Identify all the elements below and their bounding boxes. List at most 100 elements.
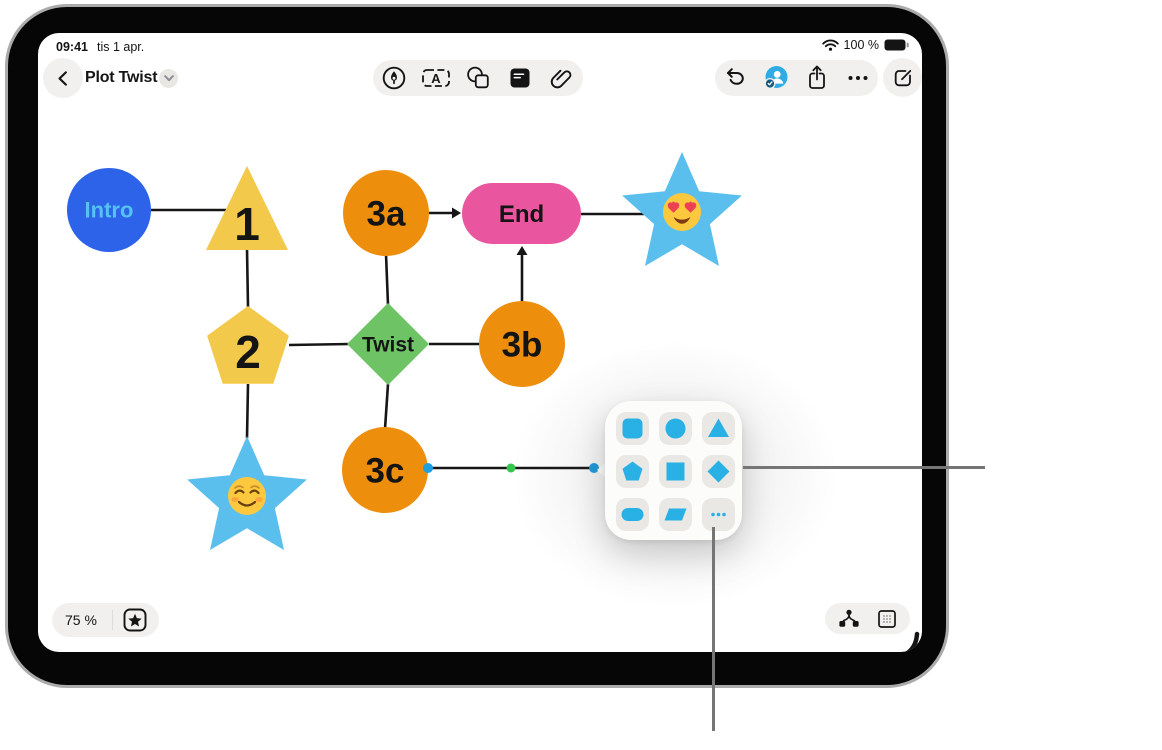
wifi-icon — [821, 39, 839, 51]
connector-handles[interactable] — [423, 463, 599, 473]
new-board-button[interactable] — [883, 58, 922, 97]
text-tool-button[interactable]: A — [421, 63, 451, 93]
node-label: 3b — [502, 325, 543, 364]
palette-shape-square[interactable] — [659, 455, 692, 488]
triangle-icon — [708, 418, 729, 437]
compose-icon — [894, 69, 911, 86]
board-title[interactable]: Plot Twist — [85, 69, 158, 86]
node-step-1[interactable]: 1 — [206, 166, 288, 250]
node-step-3a[interactable]: 3a — [343, 170, 429, 256]
connector-line[interactable] — [245, 383, 250, 439]
back-button[interactable] — [43, 58, 83, 98]
connector-line[interactable] — [516, 246, 528, 303]
node-step-2[interactable]: 2 — [207, 306, 289, 384]
palette-shape-parallelogram[interactable] — [659, 498, 692, 531]
stadium-icon — [621, 508, 644, 521]
undo-icon — [727, 68, 744, 85]
palette-shape-more[interactable] — [702, 498, 735, 531]
corner-gesture-arc — [904, 631, 920, 652]
connector-line[interactable] — [288, 342, 351, 347]
chevron-down-icon — [163, 75, 174, 82]
node-label: 3c — [366, 451, 405, 490]
node-label: 3a — [367, 194, 406, 233]
node-step-3b[interactable]: 3b — [479, 301, 565, 387]
draw-tool-icon — [382, 66, 406, 90]
divider — [111, 610, 113, 630]
zoom-controls: 75 % — [52, 603, 159, 637]
more-icon — [848, 76, 868, 80]
more-icon — [711, 512, 726, 517]
undo-button[interactable] — [720, 63, 750, 93]
collaborate-icon — [764, 66, 788, 90]
pentagon-icon — [622, 461, 643, 481]
draw-tool-button[interactable] — [379, 63, 409, 93]
status-bar-right: 100 % — [821, 38, 910, 52]
attachment-tool-icon — [550, 69, 572, 89]
status-date: tis 1 apr. — [96, 40, 145, 54]
rounded-square-icon — [622, 418, 643, 439]
battery-percent: 100 % — [843, 38, 879, 52]
parallelogram-icon — [664, 508, 687, 521]
status-time: 09:41 — [56, 40, 88, 54]
shapes-tool-button[interactable] — [463, 63, 493, 93]
drawing-toolbar: A — [373, 60, 583, 96]
shapes-tool-icon — [467, 66, 489, 89]
connector-mode-button[interactable] — [836, 604, 862, 634]
node-step-3c[interactable]: 3c — [342, 427, 428, 513]
callout-line-down — [712, 527, 715, 731]
shape-palette-tail — [597, 462, 606, 478]
node-label: End — [499, 201, 544, 228]
select-grid-button[interactable] — [875, 604, 899, 634]
node-label: 1 — [234, 198, 260, 250]
node-label: 2 — [235, 326, 261, 378]
connector-line[interactable] — [245, 248, 250, 308]
connector-line[interactable] — [428, 207, 461, 219]
palette-shape-circle[interactable] — [659, 412, 692, 445]
action-toolbar — [715, 60, 878, 96]
share-button[interactable] — [802, 63, 832, 93]
connector-line[interactable] — [383, 383, 390, 430]
more-button[interactable] — [843, 63, 873, 93]
connector-line[interactable] — [384, 253, 390, 306]
ipad-device-frame: 09:41 tis 1 apr. 100 % Plot Twist — [5, 4, 949, 688]
connector-endpoint-handle — [423, 463, 433, 473]
connector-diagram-icon — [839, 609, 859, 627]
status-bar-left: 09:41 tis 1 apr. — [56, 40, 144, 54]
bottom-right-toolbar — [825, 603, 910, 634]
node-intro[interactable]: Intro — [67, 168, 151, 252]
node-twist[interactable]: Twist — [347, 303, 429, 385]
node-star-smile[interactable] — [187, 436, 307, 550]
svg-text:A: A — [431, 71, 441, 86]
square-icon — [666, 462, 685, 481]
node-end[interactable]: End — [462, 183, 581, 244]
battery-icon — [884, 39, 909, 51]
palette-shape-pentagon[interactable] — [616, 455, 649, 488]
palette-shape-diamond[interactable] — [702, 455, 735, 488]
node-label: Twist — [362, 333, 414, 356]
shape-palette-popover — [605, 401, 742, 540]
palette-shape-triangle[interactable] — [702, 412, 735, 445]
zoom-level[interactable]: 75 % — [65, 612, 97, 628]
heart-eyes-emoji — [663, 193, 701, 231]
freeform-app-screen: 09:41 tis 1 apr. 100 % Plot Twist — [38, 33, 922, 652]
star-icon — [123, 608, 147, 632]
palette-shape-rounded-square[interactable] — [616, 412, 649, 445]
circle-icon — [665, 418, 686, 439]
sticky-note-tool-button[interactable] — [505, 63, 535, 93]
palette-shape-stadium[interactable] — [616, 498, 649, 531]
title-menu-button[interactable] — [159, 69, 178, 88]
attachment-tool-button[interactable] — [547, 63, 577, 93]
collaborate-button[interactable] — [761, 63, 791, 93]
sticky-note-tool-icon — [510, 68, 530, 88]
callout-line-right — [743, 466, 985, 469]
node-label: Intro — [85, 198, 134, 223]
connector-endpoint-handle — [589, 463, 599, 473]
text-tool-icon: A — [422, 69, 450, 87]
node-star-heart-eyes[interactable] — [622, 152, 742, 266]
smiling-blush-emoji — [228, 477, 266, 515]
diamond-icon — [707, 460, 730, 483]
chevron-left-icon — [57, 70, 67, 86]
share-icon — [809, 65, 825, 89]
favorites-button[interactable] — [122, 605, 148, 635]
